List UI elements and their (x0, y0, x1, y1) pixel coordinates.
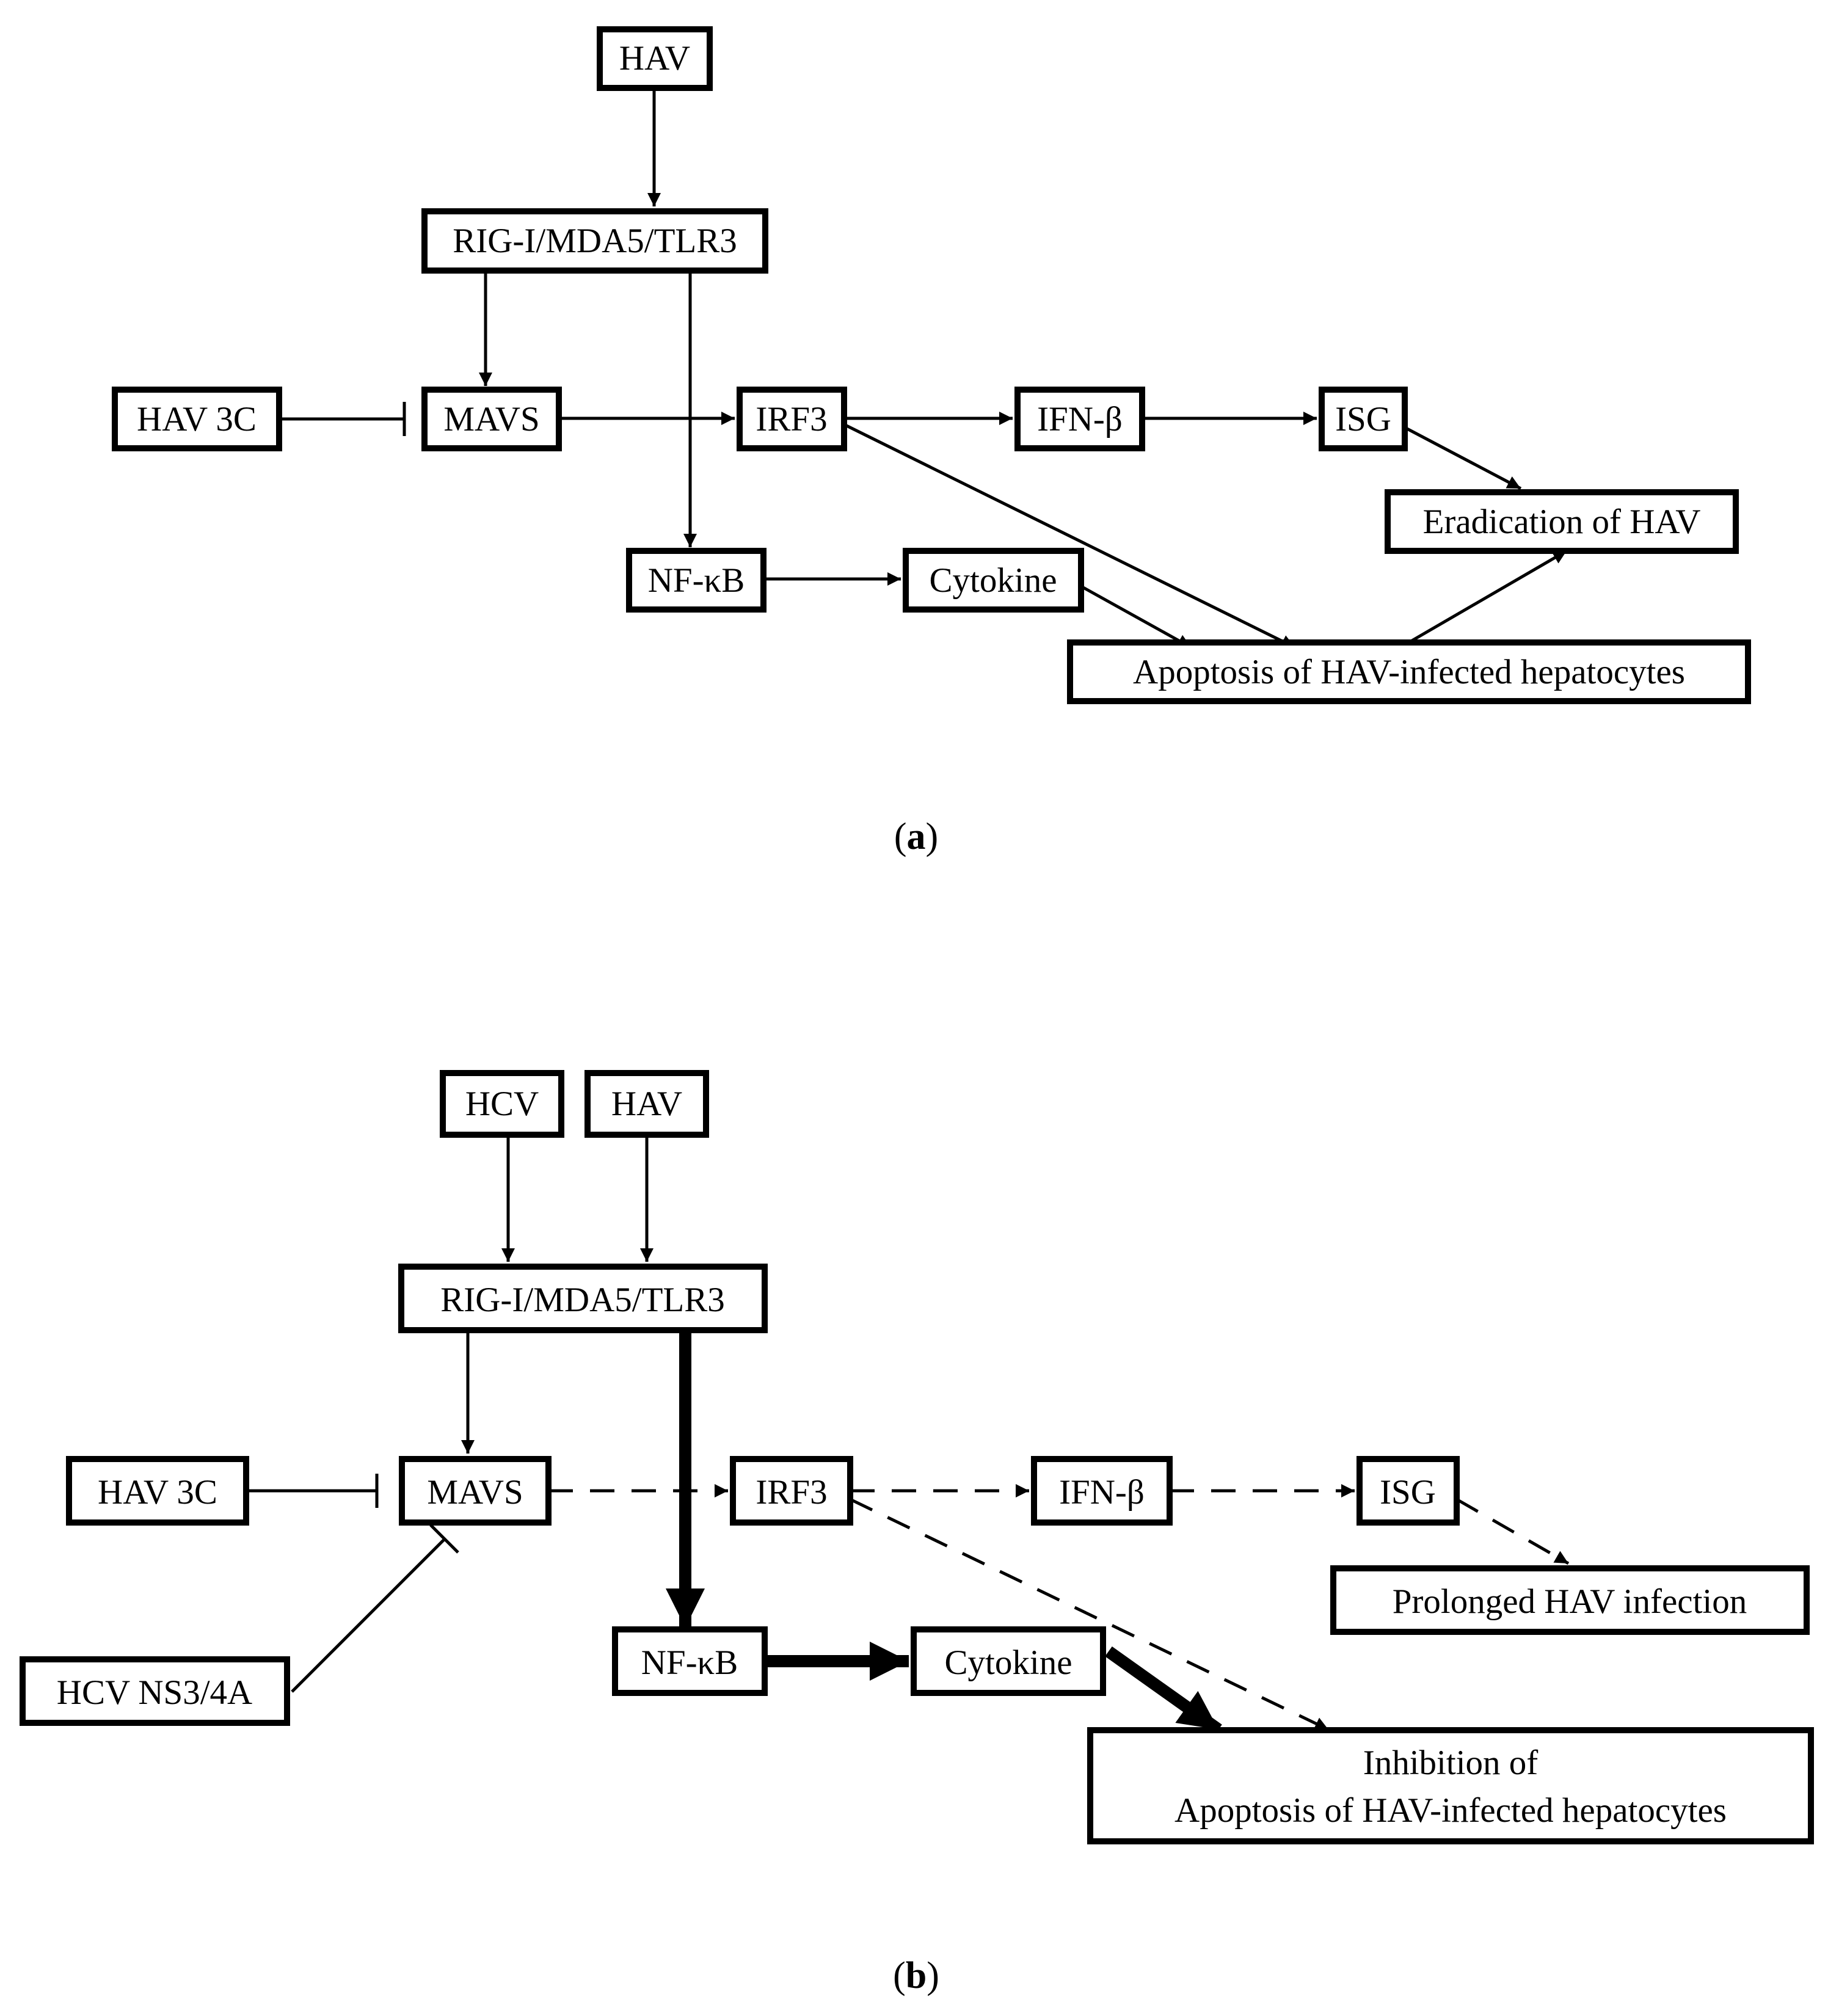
node-hcv-ns3-4a: HCV NS3/4A (20, 1656, 290, 1726)
node-isg: ISG (1319, 387, 1408, 451)
node-cytokine: Cytokine (903, 548, 1084, 613)
node-mavs: MAVS (421, 387, 562, 451)
node-apoptosis-label: Apoptosis of HAV-infected hepatocytes (1133, 653, 1685, 691)
node-hav-3c: HAV 3C (112, 387, 282, 451)
node-hav-label: HAV (619, 39, 690, 78)
node-rig-b-label: RIG-I/MDA5/TLR3 (440, 1281, 724, 1319)
node-cytokine-b-label: Cytokine (945, 1643, 1072, 1682)
panel-a-edges (279, 88, 1568, 649)
node-nfkb-label: NF-κB (648, 561, 745, 600)
edge-apoptosis-to-eradication (1410, 549, 1568, 643)
node-mavs-b-label: MAVS (427, 1473, 523, 1512)
node-prolonged-hav-infection: Prolonged HAV infection (1330, 1565, 1810, 1635)
node-rig-i-mda5-tlr3-b: RIG-I/MDA5/TLR3 (398, 1264, 768, 1333)
node-irf3-b-label: IRF3 (756, 1473, 827, 1512)
node-rig-i-mda5-tlr3: RIG-I/MDA5/TLR3 (421, 208, 768, 274)
node-isg-label: ISG (1335, 400, 1391, 438)
edge-isg-to-prolonged (1455, 1497, 1570, 1565)
node-isg-b: ISG (1356, 1456, 1460, 1526)
node-cytokine-label: Cytokine (930, 561, 1057, 600)
caption-b: (b) (893, 1955, 939, 1996)
edge-irf3-to-inhibition-reduced (849, 1497, 1330, 1731)
node-ifnb-b-label: IFN-β (1059, 1473, 1145, 1512)
node-rig-label: RIG-I/MDA5/TLR3 (453, 222, 737, 260)
edge-isg-to-eradication (1404, 426, 1522, 490)
edge-hcvns-inhibits-mavs (291, 1538, 446, 1693)
node-hcv-label: HCV (465, 1085, 539, 1123)
node-hav-b-label: HAV (611, 1085, 682, 1123)
node-mavs-b: MAVS (399, 1456, 552, 1526)
node-nf-kb-b: NF-κB (612, 1626, 768, 1696)
node-ifn-beta: IFN-β (1014, 387, 1145, 451)
node-nfkb-b-label: NF-κB (641, 1643, 738, 1682)
node-inhibition-line2: Apoptosis of HAV-infected hepatocytes (1174, 1791, 1727, 1830)
node-hcvns-label: HCV NS3/4A (57, 1673, 252, 1712)
node-cytokine-b: Cytokine (911, 1626, 1106, 1696)
node-hav: HAV (597, 26, 713, 91)
panel-b-edges (246, 1135, 1570, 1735)
node-apoptosis: Apoptosis of HAV-infected hepatocytes (1067, 639, 1751, 704)
node-irf3-b: IRF3 (730, 1456, 853, 1526)
node-isg-b-label: ISG (1380, 1473, 1436, 1512)
caption-a: (a) (894, 816, 938, 857)
node-hcv: HCV (440, 1070, 564, 1138)
edge-irf3-to-apoptosis (843, 423, 1296, 649)
node-ifnb-label: IFN-β (1037, 400, 1123, 438)
node-prolonged-label: Prolonged HAV infection (1393, 1582, 1747, 1621)
node-eradication-label: Eradication of HAV (1423, 503, 1701, 541)
node-mavs-label: MAVS (443, 400, 539, 438)
node-nf-kb: NF-κB (626, 548, 767, 613)
node-eradication-of-hav: Eradication of HAV (1385, 489, 1739, 554)
edge-cytokine-to-apoptosis (1080, 584, 1192, 649)
node-hav-b: HAV (584, 1070, 709, 1138)
panel-a: HAV RIG-I/MDA5/TLR3 HAV 3C MAVS IRF3 IFN… (112, 26, 1751, 857)
node-hav-3c-b: HAV 3C (66, 1456, 249, 1526)
node-inhibition-line1: Inhibition of (1363, 1744, 1539, 1782)
node-hav3c-b-label: HAV 3C (98, 1473, 217, 1512)
panel-b: HCV HAV RIG-I/MDA5/TLR3 HAV 3C MAVS IRF3… (20, 1070, 1814, 1996)
node-hav3c-label: HAV 3C (137, 400, 257, 438)
inhibit-bar-b2 (429, 1524, 459, 1554)
edge-cytokine-to-inhibition-enhanced (1105, 1646, 1222, 1735)
node-irf3: IRF3 (737, 387, 847, 451)
node-inhibition-of-apoptosis: Inhibition of Apoptosis of HAV-infected … (1087, 1727, 1814, 1844)
node-irf3-label: IRF3 (756, 400, 827, 438)
node-ifn-beta-b: IFN-β (1031, 1456, 1173, 1526)
